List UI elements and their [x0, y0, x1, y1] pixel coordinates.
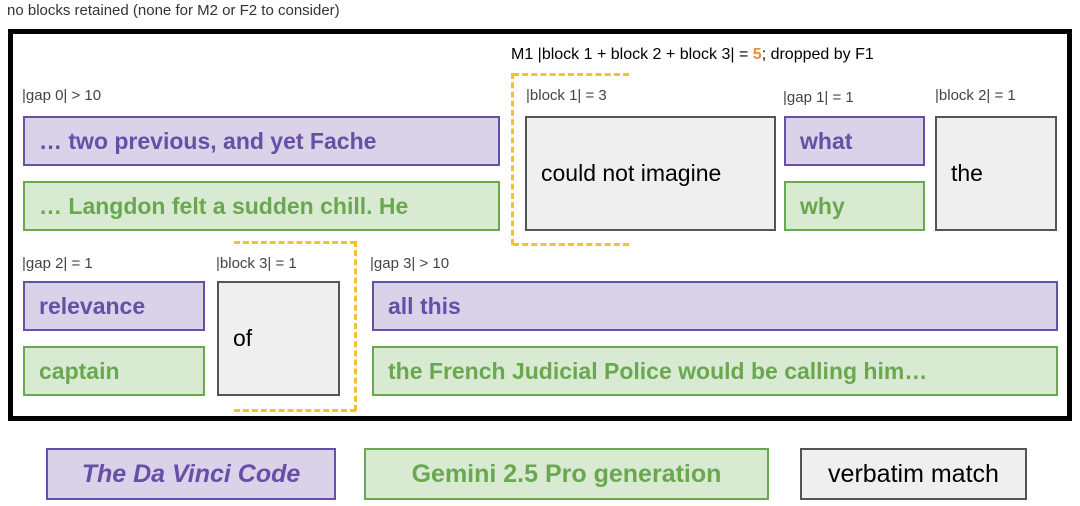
block1-dashed-left: [511, 73, 514, 245]
gap3-book-box: all this: [372, 281, 1058, 331]
label-block3: |block 3| = 1: [216, 255, 297, 272]
block3-dashed-top: [234, 241, 356, 244]
block3-dashed-bottom: [234, 409, 356, 412]
m1-note-value: 5: [752, 46, 762, 63]
m1-note: M1 |block 1 + block 2 + block 3| = 5; dr…: [511, 46, 874, 64]
gap1-book-box: what: [784, 116, 925, 166]
legend-generation: Gemini 2.5 Pro generation: [364, 448, 769, 500]
block3-match-box: of: [217, 281, 340, 396]
label-block1: |block 1| = 3: [526, 87, 607, 104]
block1-dashed-top: [513, 73, 629, 76]
m1-note-prefix: M1 |block 1 + block 2 + block 3| =: [511, 46, 753, 63]
legend-book: The Da Vinci Code: [46, 448, 336, 500]
gap0-book-box: … two previous, and yet Fache: [23, 116, 500, 166]
label-block2: |block 2| = 1: [935, 87, 1016, 104]
legend-verbatim-match: verbatim match: [800, 448, 1027, 500]
block2-match-box: the: [935, 116, 1057, 231]
block1-match-box: could not imagine: [525, 116, 776, 231]
gap0-generation-box: … Langdon felt a sudden chill. He: [23, 181, 500, 231]
gap2-book-box: relevance: [23, 281, 205, 331]
gap3-generation-box: the French Judicial Police would be call…: [372, 346, 1058, 396]
label-gap1: |gap 1| = 1: [783, 89, 854, 106]
gap1-generation-box: why: [784, 181, 925, 231]
label-gap3: |gap 3| > 10: [370, 255, 450, 272]
main-frame: [8, 29, 1072, 421]
block3-dashed-right: [354, 241, 357, 411]
label-gap0: |gap 0| > 10: [22, 87, 102, 104]
label-gap2: |gap 2| = 1: [22, 255, 93, 272]
block1-dashed-bottom: [513, 243, 629, 246]
gap2-generation-box: captain: [23, 346, 205, 396]
top-caption: no blocks retained (none for M2 or F2 to…: [7, 2, 340, 19]
m1-note-suffix: ; dropped by F1: [761, 46, 874, 63]
